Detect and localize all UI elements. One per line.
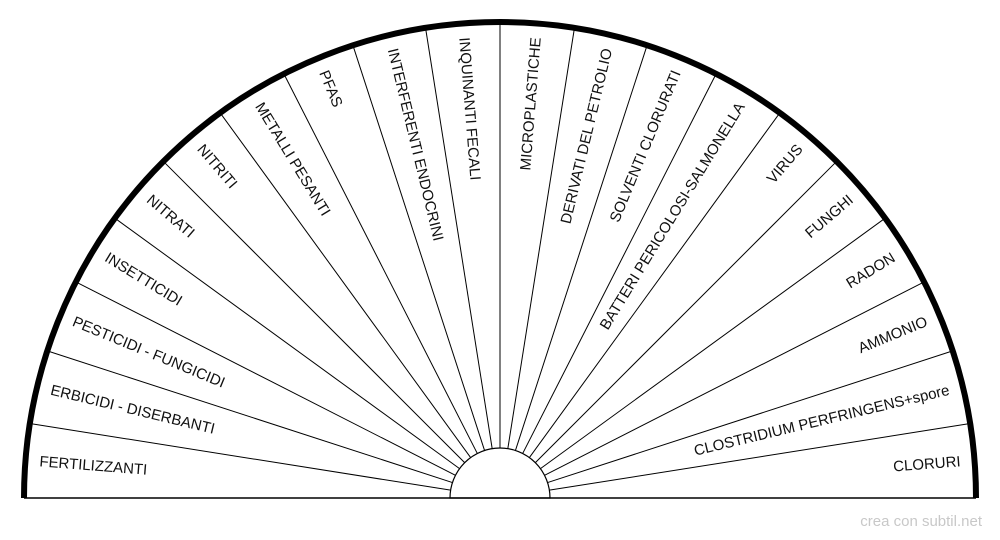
sector-divider — [283, 73, 478, 454]
sector-divider — [219, 112, 472, 458]
sector-label: DERIVATI DEL PETROLIO — [558, 47, 616, 226]
sector-divider — [549, 423, 971, 491]
sector-divider — [352, 45, 486, 451]
sector-divider — [535, 161, 837, 463]
sector-label: INQUINANTI FECALI — [455, 37, 483, 181]
sector-divider — [528, 112, 781, 458]
sector-label: FERTILIZZANTI — [39, 453, 148, 478]
sector-dividers — [29, 22, 971, 491]
sector-divider — [163, 161, 465, 463]
sector-divider — [75, 281, 456, 476]
sector-label: FUNGHI — [802, 191, 857, 241]
sector-divider — [425, 27, 493, 449]
sector-label: ERBICIDI - DISERBANTI — [49, 382, 217, 438]
sector-divider — [507, 27, 575, 449]
sector-label: NITRITI — [193, 141, 240, 192]
sector-label: RADON — [843, 249, 898, 292]
sector-label: AMMONIO — [856, 313, 930, 357]
sector-label: INTERFERENTI ENDOCRINI — [384, 47, 447, 243]
sector-label: METALLI PESANTI — [251, 100, 333, 220]
sector-label: INSETTICIDI — [102, 249, 186, 309]
sector-label: VIRUS — [764, 141, 807, 187]
sector-divider — [540, 217, 886, 470]
sector-label: CLORURI — [893, 453, 962, 475]
sector-label: PESTICIDI - FUNGICIDI — [70, 313, 227, 391]
outer-arc — [21, 19, 979, 499]
inner-hub-arc — [449, 447, 551, 499]
sector-divider — [547, 350, 953, 484]
sector-divider — [114, 217, 460, 470]
sector-divider — [544, 281, 925, 476]
sector-label: NITRATI — [143, 191, 198, 241]
sector-divider — [522, 73, 717, 454]
sector-divider — [47, 350, 453, 484]
sector-divider — [514, 45, 648, 451]
sector-divider — [29, 423, 451, 491]
sector-label: PFAS — [315, 68, 345, 110]
credit-text: crea con subtil.net — [860, 513, 982, 530]
sector-label: MICROPLASTICHE — [517, 37, 544, 171]
